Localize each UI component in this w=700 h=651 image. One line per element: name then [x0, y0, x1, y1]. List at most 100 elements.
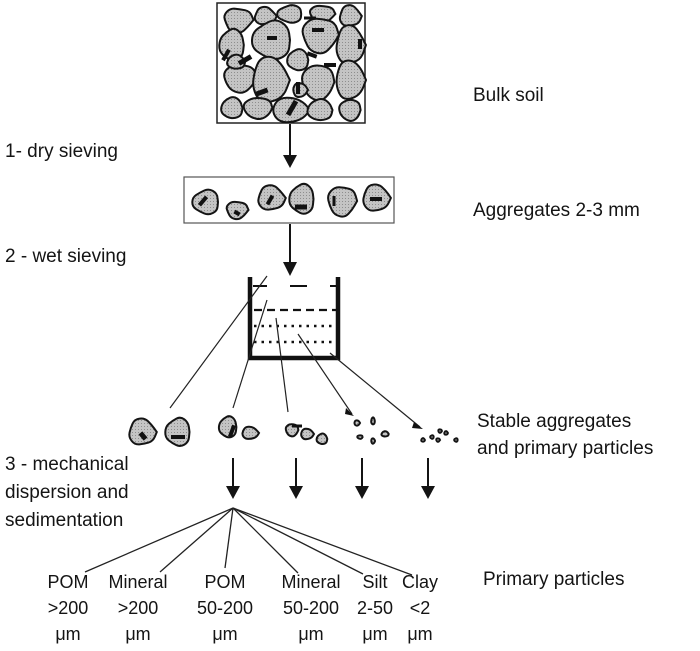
- aggregates-box: [183, 176, 395, 224]
- stage-stable-line2: and primary particles: [477, 438, 654, 459]
- pom-fragment: [306, 51, 318, 59]
- aggregate-2-3mm: [225, 200, 250, 221]
- silt-aggregate: [315, 432, 329, 446]
- fraction-size: 50-200: [282, 598, 340, 618]
- arrow-wet-sieving: [283, 224, 297, 276]
- pom-fragment: [295, 204, 307, 210]
- pom-fragment: [197, 195, 209, 207]
- step-mechanical-line1: 3 - mechanical: [5, 454, 129, 475]
- fan-line: [232, 507, 299, 574]
- fine-particle: [356, 434, 364, 440]
- clay-particle: [429, 434, 435, 440]
- silt-aggregate: [300, 427, 316, 441]
- fraction-size: >200: [117, 598, 159, 618]
- pom-fragment: [138, 431, 148, 441]
- fine-particle: [370, 416, 376, 426]
- sedimentation-arrows: [226, 458, 435, 499]
- clay-particle: [443, 430, 449, 436]
- clay-particle: [420, 437, 426, 443]
- down-arrow-head: [226, 486, 240, 499]
- step-mechanical-line2: dispersion and: [5, 482, 129, 503]
- fine-particle: [380, 430, 390, 438]
- pom-fragment: [285, 99, 299, 117]
- fraction-name: Clay: [401, 572, 438, 592]
- fine-particle: [370, 437, 377, 445]
- pom-fragment: [358, 39, 362, 49]
- fraction-unit: μm: [407, 624, 433, 644]
- pom-fragment: [228, 424, 236, 438]
- soil-aggregate: [301, 17, 340, 55]
- stage-primary-particles: Primary particles: [483, 569, 625, 590]
- aggregate-2-3mm: [191, 188, 220, 216]
- clay-particle: [453, 437, 459, 443]
- stable-aggregates-particles: [128, 415, 459, 447]
- pom-fragment: [370, 197, 382, 201]
- soil-aggregate: [335, 59, 368, 100]
- pom-fragment: [171, 435, 185, 439]
- fraction-unit: μm: [362, 624, 388, 644]
- pom-fragment: [296, 82, 300, 94]
- fraction-unit: μm: [298, 624, 324, 644]
- aggregates-2-3mm-particles: [191, 182, 393, 221]
- fan-line: [84, 507, 234, 573]
- clay-particle: [437, 428, 443, 434]
- fraction-unit: μm: [212, 624, 238, 644]
- step-wet-sieving: 2 - wet sieving: [5, 246, 127, 267]
- bulk-soil-aggregates: [218, 4, 368, 124]
- pom-fragment: [221, 48, 231, 62]
- fraction-size: <2: [409, 598, 431, 618]
- fraction-size: 2-50: [356, 598, 394, 618]
- fan-line: [224, 507, 234, 569]
- soil-aggregate: [306, 98, 334, 122]
- stable-aggregate: [164, 416, 191, 447]
- pom-fragment: [304, 16, 316, 20]
- pom-fragment: [267, 36, 277, 40]
- soil-aggregate: [276, 4, 303, 24]
- stage-aggregates: Aggregates 2-3 mm: [473, 200, 640, 221]
- sand-particle: [241, 425, 261, 440]
- stable-aggregate: [128, 417, 158, 446]
- aggregate-2-3mm: [327, 186, 359, 218]
- pom-fragment: [265, 194, 275, 206]
- stage-stable-line1: Stable aggregates: [477, 411, 632, 432]
- fraction-unit: μm: [125, 624, 151, 644]
- fraction-unit: μm: [55, 624, 81, 644]
- down-arrow-head: [289, 486, 303, 499]
- stage-bulk-soil: Bulk soil: [473, 85, 544, 106]
- sieve-fraction-lines: [169, 275, 421, 428]
- fan-line: [232, 507, 364, 575]
- pom-fragment: [233, 209, 241, 217]
- soil-aggregate: [292, 82, 310, 99]
- soil-aggregate: [220, 96, 244, 120]
- pom-fragment: [324, 63, 336, 67]
- fine-particle: [353, 419, 362, 427]
- soil-aggregate: [338, 98, 362, 122]
- fraction-name: Silt: [362, 572, 388, 592]
- step-mechanical-line3: sedimentation: [5, 510, 124, 531]
- pom-fragment: [237, 54, 253, 66]
- soil-aggregate: [223, 7, 255, 34]
- fraction-size: >200: [47, 598, 89, 618]
- fraction-size: 50-200: [196, 598, 254, 618]
- fan-line: [232, 507, 413, 576]
- fraction-name: Mineral: [281, 572, 341, 592]
- step-dry-sieving: 1- dry sieving: [5, 141, 118, 162]
- pom-fragment: [312, 28, 324, 32]
- clay-particle: [435, 437, 442, 443]
- pom-fragment: [255, 87, 269, 97]
- soil-aggregate: [335, 24, 367, 65]
- arrow-dry-sieving: [283, 124, 297, 168]
- primary-particle-fan-lines: [84, 507, 413, 576]
- soil-aggregate: [338, 4, 363, 27]
- bulk-soil-box: [216, 2, 368, 124]
- fraction-name: POM: [204, 572, 246, 592]
- pom-fragment: [332, 196, 336, 206]
- fan-line: [159, 507, 234, 573]
- down-arrow-head: [355, 486, 369, 499]
- fraction-name: Mineral: [108, 572, 168, 592]
- sieve-container: [247, 277, 341, 361]
- pom-fragment: [292, 424, 302, 428]
- soil-aggregate: [242, 97, 274, 120]
- down-arrow-head: [421, 486, 435, 499]
